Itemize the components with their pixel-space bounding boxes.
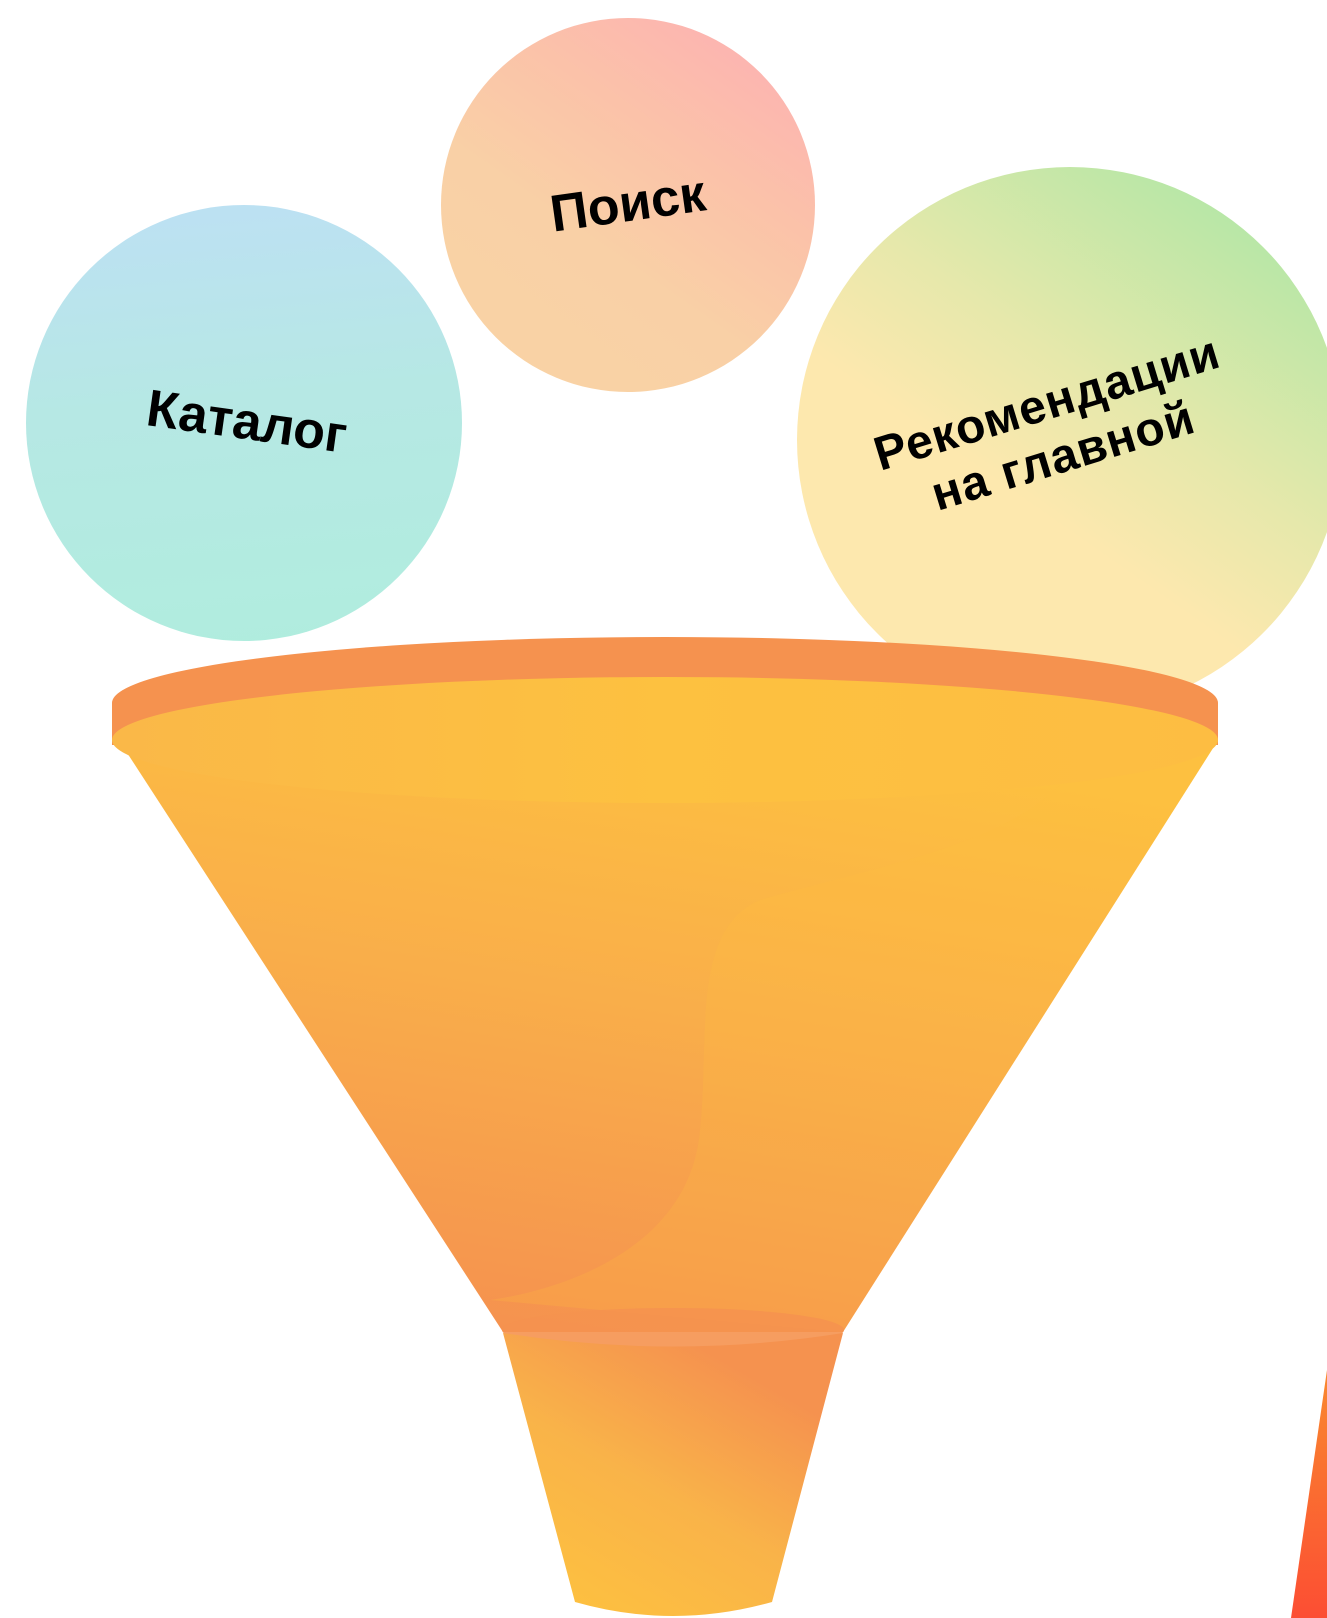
funnel-opening xyxy=(112,677,1218,803)
recommendations-bubble: Рекомендации на главной xyxy=(797,167,1327,713)
search-bubble: Поиск xyxy=(441,18,815,392)
funnel-cone xyxy=(122,745,1215,1332)
funnel-neck xyxy=(502,1308,844,1352)
accent-stripe xyxy=(1291,1370,1327,1618)
catalog-bubble: Каталог xyxy=(26,205,462,641)
funnel-spout xyxy=(503,1333,843,1616)
funnel-cone-highlight xyxy=(490,720,1215,1332)
